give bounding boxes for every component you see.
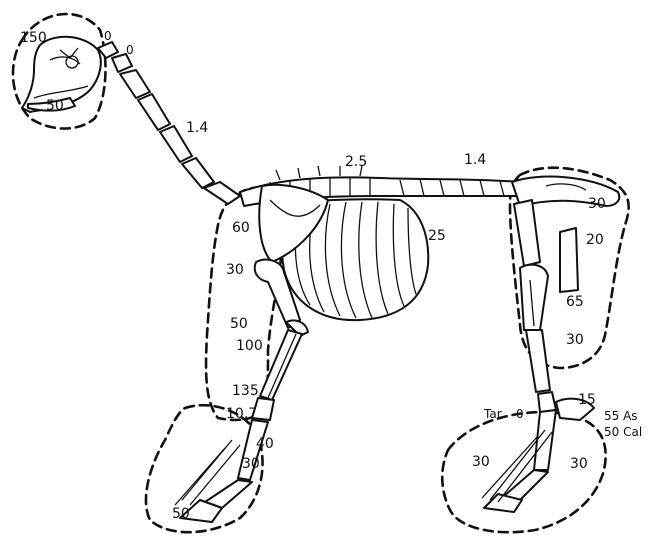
label-front-toe: 50 [172, 506, 190, 522]
label-neck-joint-2: 0 [126, 43, 134, 57]
label-hock-upper: 30 [566, 332, 584, 348]
label-gaskin: 65 [566, 294, 584, 310]
label-cannon-hind: 15 [578, 392, 596, 408]
label-hip: 30 [588, 196, 606, 212]
label-hind-hoof: 30 [472, 454, 490, 470]
label-front-pastern: 40 [256, 436, 274, 452]
hind-hoof-zone-outline [442, 412, 605, 532]
label-lumbar-spine: 1.4 [464, 152, 486, 168]
label-skull-bottom: 50 [46, 98, 64, 114]
label-skull-top: 150 [20, 30, 47, 46]
label-forearm-lower: 100 [236, 338, 263, 354]
label-neck-joint-1: 0 [104, 29, 112, 43]
label-hind-right-2: 50 Cal [604, 425, 642, 439]
label-carpus: 135 [232, 383, 259, 399]
neck-vertebrae [98, 42, 240, 204]
label-tarsus-value: 0 [516, 407, 524, 421]
label-front-hoof: 30 [242, 456, 260, 472]
label-neck: 1.4 [186, 120, 208, 136]
label-hind-right-1: 55 As [604, 409, 638, 423]
label-ribcage: 25 [428, 228, 446, 244]
hindleg-bones [482, 177, 619, 512]
label-fetlock-front: 10.7 [226, 406, 257, 422]
label-elbow-upper: 30 [226, 262, 244, 278]
label-shoulder: 60 [232, 220, 250, 236]
label-forearm-upper: 50 [230, 316, 248, 332]
label-hind-toe: 30 [570, 456, 588, 472]
label-tarsus: Tar [483, 407, 502, 421]
label-stifle: 20 [586, 232, 604, 248]
label-thoracic-spine: 2.5 [345, 154, 367, 170]
